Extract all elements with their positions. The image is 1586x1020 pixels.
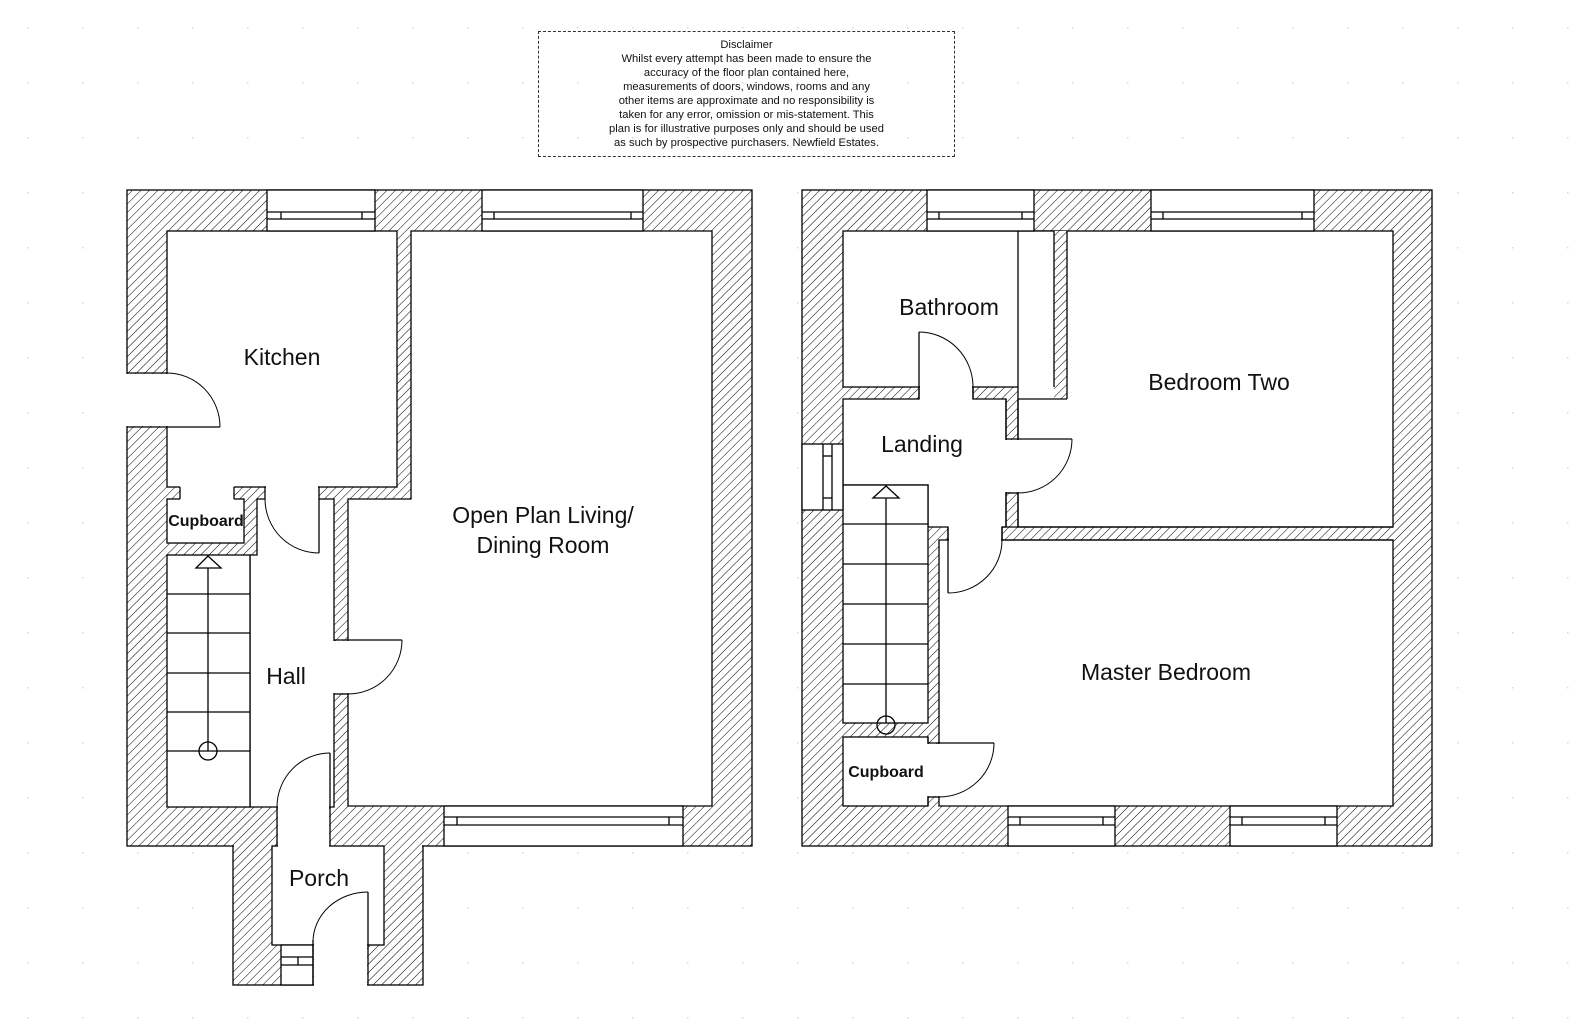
living-top-window bbox=[481, 189, 644, 232]
kitchen-back-door bbox=[125, 372, 221, 428]
master-bedroom-door bbox=[947, 527, 1003, 594]
bedroom-two-room bbox=[1017, 230, 1394, 528]
bathroom-window bbox=[926, 189, 1035, 232]
disclaimer-box: Disclaimer Whilst every attempt has been… bbox=[538, 31, 955, 157]
master-window-right bbox=[1229, 805, 1338, 847]
stairs-arrow-icon bbox=[194, 555, 223, 569]
disclaimer-line: other items are approximate and no respo… bbox=[618, 95, 875, 107]
first-floor: Bathroom Landing Bedroom Two Master Bedr… bbox=[801, 189, 1433, 847]
first-stairs bbox=[842, 484, 929, 735]
stairs-arrow-icon bbox=[871, 485, 901, 499]
hall-label: Hall bbox=[266, 663, 306, 689]
disclaimer-line: taken for any error, omission or mis-sta… bbox=[619, 109, 874, 121]
living-door bbox=[333, 639, 403, 695]
ground-stairs bbox=[166, 554, 251, 808]
living-label-line1: Open Plan Living/ bbox=[452, 502, 634, 528]
kitchen-window bbox=[266, 189, 376, 232]
disclaimer-line: plan is for illustrative purposes only a… bbox=[609, 123, 884, 135]
hall-room bbox=[249, 486, 335, 808]
disclaimer-line: measurements of doors, windows, rooms an… bbox=[623, 81, 870, 93]
porch-label: Porch bbox=[289, 865, 349, 891]
front-door bbox=[312, 891, 369, 987]
landing-label: Landing bbox=[881, 431, 963, 457]
living-room bbox=[347, 230, 713, 807]
kitchen-room bbox=[166, 230, 398, 488]
landing-window bbox=[801, 443, 844, 511]
first-cupboard-room bbox=[842, 736, 929, 807]
porch-window bbox=[280, 944, 314, 986]
bedroom-two-door bbox=[1005, 438, 1073, 494]
first-cupboard-door bbox=[927, 737, 995, 806]
ground-cupboard-label: Cupboard bbox=[168, 513, 244, 530]
living-label-line2: Dining Room bbox=[477, 532, 610, 558]
disclaimer-line: Whilst every attempt has been made to en… bbox=[621, 53, 872, 65]
master-bedroom-label: Master Bedroom bbox=[1081, 659, 1251, 685]
disclaimer-title: Disclaimer bbox=[720, 39, 773, 51]
master-window-left bbox=[1007, 805, 1116, 847]
porch-room bbox=[271, 845, 385, 946]
bedroom-two-label: Bedroom Two bbox=[1148, 369, 1289, 395]
first-cupboard-label: Cupboard bbox=[848, 764, 924, 781]
disclaimer-line: as such by prospective purchasers. Newfi… bbox=[614, 137, 879, 149]
kitchen-door bbox=[264, 498, 320, 554]
bathroom-door bbox=[918, 331, 974, 399]
ground-floor: Kitchen Open Plan Living/ Dining Room Cu… bbox=[125, 189, 753, 987]
kitchen-label: Kitchen bbox=[244, 344, 321, 370]
living-bottom-window bbox=[443, 805, 684, 847]
bathroom-label: Bathroom bbox=[899, 294, 999, 320]
disclaimer-line: accuracy of the floor plan contained her… bbox=[643, 67, 850, 79]
cupboard-room bbox=[166, 498, 245, 544]
bedroom-two-window bbox=[1150, 189, 1315, 232]
porch-inner-door bbox=[276, 752, 331, 848]
